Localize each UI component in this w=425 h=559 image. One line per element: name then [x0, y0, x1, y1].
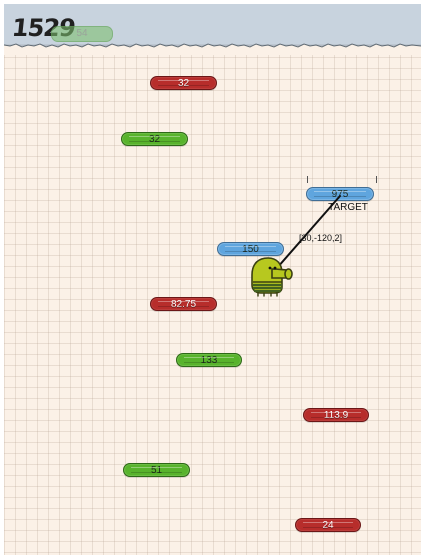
red-platform-right: 113.9 [303, 408, 369, 422]
doodler-icon [251, 257, 293, 297]
red-platform-bottom: 24 [295, 518, 361, 532]
target-platform: 975 [306, 187, 374, 201]
green-platform-upper: 32 [121, 132, 188, 146]
target-left-bracket-icon [307, 176, 308, 183]
green-platform-mid: 133 [176, 353, 242, 367]
score-bar: 1529 54 [4, 4, 421, 46]
top-platform-marker: 54 [51, 26, 113, 42]
target-label: TARGET [328, 202, 368, 213]
blue-platform-mid: 150 [217, 242, 284, 256]
target-right-bracket-icon [376, 176, 377, 183]
move-readout: [30,-120,2] [299, 233, 343, 243]
green-platform-low: 51 [123, 463, 190, 477]
red-platform-top: 32 [150, 76, 217, 90]
red-platform-mid: 82.75 [150, 297, 217, 311]
